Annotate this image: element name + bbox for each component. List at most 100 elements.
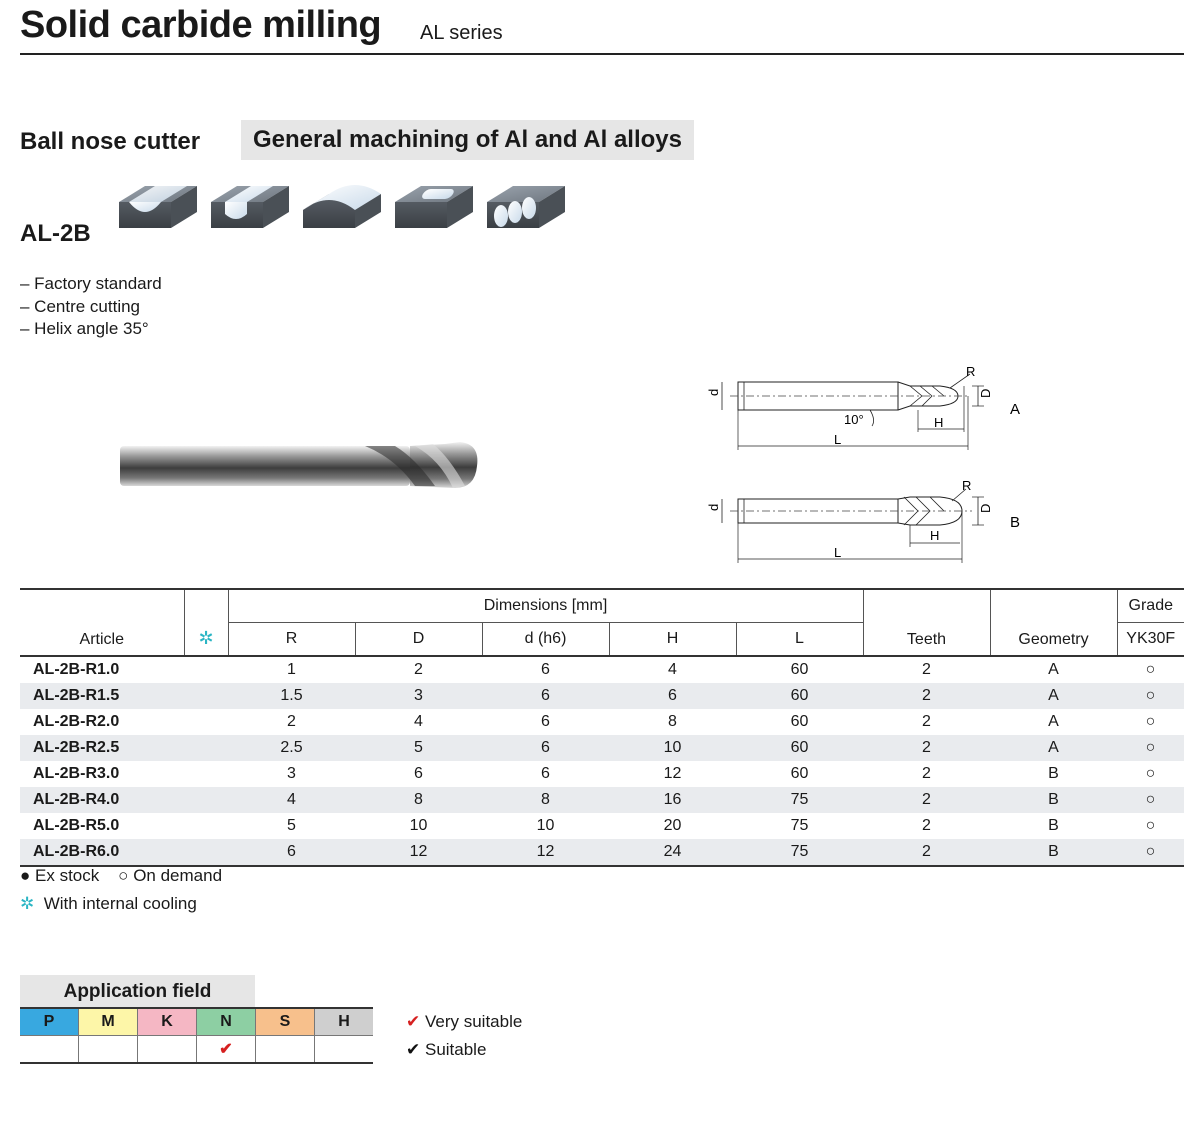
cell-grade: ○ — [1145, 687, 1156, 704]
series-label: AL series — [420, 22, 503, 44]
col-grade: Grade — [1116, 588, 1184, 623]
cell-geometry: A — [1048, 687, 1059, 704]
dimensions-table: Article ✲ Dimensions [mm] Teeth Geometry… — [20, 588, 1184, 867]
cell-R: 1 — [287, 661, 296, 678]
cell-d: 12 — [482, 839, 609, 867]
table-row: AL-2B-R4.0 4 8 8 16 75 2 B ○ — [20, 787, 1184, 813]
cell-L: 60 — [790, 661, 809, 678]
col-teeth: Teeth — [862, 588, 990, 657]
application-suitability-p — [20, 1035, 79, 1064]
feature-item: – Helix angle 35° — [20, 319, 149, 338]
cell-D: 4 — [414, 713, 423, 730]
cell-grade: ○ — [1145, 739, 1156, 756]
slot-icon — [211, 186, 289, 228]
cell-article: AL-2B-R6.0 — [20, 839, 184, 867]
cell-article: AL-2B-R4.0 — [33, 791, 120, 808]
on-demand-symbol: ○ — [118, 866, 129, 885]
very-suitable-label: Very suitable — [424, 1012, 523, 1031]
table-row: AL-2B-R3.0 3 6 6 12 60 2 B ○ — [20, 761, 1184, 787]
stock-legend: ● Ex stock ○ On demand — [20, 866, 222, 886]
product-type: Ball nose cutter — [20, 128, 201, 155]
application-field-m: M — [78, 1007, 138, 1036]
geometry-a-drawing: d D R 10° H L A — [706, 364, 1020, 450]
very-suitable-legend: ✔ Very suitable — [406, 1012, 522, 1032]
geometry-a-label: A — [1010, 401, 1020, 418]
ex-stock-symbol: ● — [20, 866, 31, 885]
application-suitability-m — [78, 1035, 138, 1064]
application-field-title: Application field — [20, 975, 255, 1007]
cooling-icon: ✲ — [20, 894, 35, 913]
geometry-b-label: B — [1010, 514, 1020, 531]
dim-L-label: L — [834, 432, 841, 447]
table-row: AL-2B-R2.5 2.5 5 6 10 60 2 A ○ — [20, 735, 1184, 761]
cell-cooling — [184, 761, 228, 787]
feature-item: – Centre cutting — [20, 296, 141, 316]
cell-cooling — [184, 735, 228, 761]
cell-H: 10 — [663, 739, 682, 756]
red-check-icon: ✔ — [406, 1012, 421, 1031]
cell-H: 4 — [668, 661, 677, 678]
cell-article: AL-2B-R2.5 — [33, 739, 120, 756]
dim-H-label: H — [930, 528, 939, 543]
application-suitability-k — [137, 1035, 197, 1064]
col-d: d (h6) — [481, 622, 609, 657]
cell-D: 5 — [414, 739, 423, 756]
feature-list: – Factory standard – Centre cutting – He… — [20, 273, 162, 341]
copy-milling-icon — [487, 186, 565, 228]
cell-grade: ○ — [1145, 817, 1156, 834]
cell-grade: ○ — [1145, 713, 1156, 730]
cell-teeth: 2 — [922, 739, 931, 756]
col-dimensions: Dimensions [mm] — [227, 588, 863, 623]
cooling-legend: ✲ With internal cooling — [20, 894, 197, 914]
dim-H-label: H — [934, 415, 943, 430]
cell-cooling — [184, 839, 228, 867]
title-rule — [20, 53, 1184, 55]
application-field-n: N — [196, 1007, 256, 1036]
cell-L: 75 — [736, 839, 863, 867]
cell-R: 2 — [287, 713, 296, 730]
cell-D: 8 — [414, 791, 423, 808]
product-code: AL-2B — [20, 220, 91, 247]
machining-operation-icons — [119, 185, 565, 228]
geometry-b-drawing: d D R H L B — [706, 478, 1020, 563]
dim-angle-label: 10° — [844, 412, 864, 427]
application-field-k: K — [137, 1007, 197, 1036]
on-demand-label: On demand — [133, 866, 223, 885]
cell-d: 10 — [536, 817, 555, 834]
cell-L: 60 — [790, 765, 809, 782]
ex-stock-label: Ex stock — [35, 866, 100, 885]
col-geometry: Geometry — [989, 588, 1117, 657]
cell-R: 3 — [287, 765, 296, 782]
suitable-label: Suitable — [424, 1040, 487, 1059]
cell-article: AL-2B-R3.0 — [33, 765, 120, 782]
cell-geometry: B — [1048, 817, 1059, 834]
cell-H: 8 — [668, 713, 677, 730]
cell-cooling — [184, 656, 228, 683]
cell-article: AL-2B-R1.0 — [33, 661, 120, 678]
cell-H: 6 — [668, 687, 677, 704]
cell-teeth: 2 — [922, 687, 931, 704]
col-grade-code: YK30F — [1116, 622, 1184, 657]
table-row: AL-2B-R5.0 5 10 10 20 75 2 B ○ — [20, 813, 1184, 839]
cell-geometry: A — [1048, 661, 1059, 678]
cell-R: 5 — [287, 817, 296, 834]
cell-R: 2.5 — [280, 739, 303, 756]
table-row: AL-2B-R2.0 2 4 6 8 60 2 A ○ — [20, 709, 1184, 735]
cell-teeth: 2 — [922, 791, 931, 808]
col-article: Article — [20, 588, 184, 657]
ball-nose-cutter-photo — [120, 442, 478, 488]
dim-d-label: d — [706, 504, 721, 511]
cell-geometry: B — [1048, 791, 1059, 808]
cell-H: 12 — [663, 765, 682, 782]
cell-R: 6 — [228, 839, 355, 867]
cell-geometry: B — [990, 839, 1117, 867]
dim-R-label: R — [962, 478, 971, 493]
dim-R-label: R — [966, 364, 975, 379]
cell-teeth: 2 — [922, 817, 931, 834]
suitable-legend: ✔ Suitable — [406, 1040, 486, 1060]
cell-d: 6 — [541, 661, 550, 678]
application-suitability-s — [255, 1035, 315, 1064]
contour-icon — [303, 185, 381, 228]
cell-d: 8 — [541, 791, 550, 808]
